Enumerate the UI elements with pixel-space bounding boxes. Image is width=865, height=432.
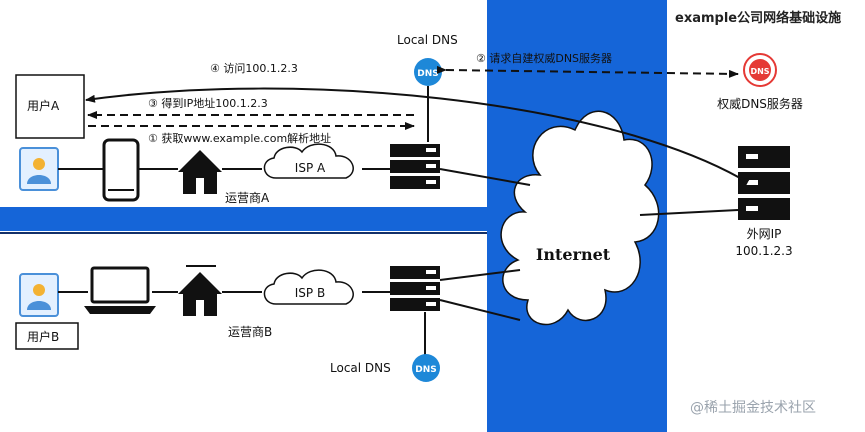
step4-label: ④ 访问100.1.2.3 [210,62,298,75]
dns-top-icon: DNS [414,58,442,86]
user-b-box [15,322,79,350]
svg-text:DNS: DNS [750,67,769,76]
house-a-icon [178,150,222,194]
svg-text:DNS: DNS [417,69,439,79]
isp-b-cloud [263,269,354,305]
laptop-icon [84,266,156,314]
isp-a-label: ISP A [295,161,326,175]
dns-bottom-icon: DNS [412,354,440,382]
watermark: @稀土掘金技术社区 [690,400,816,416]
step2-arrow [436,65,739,78]
step1-label: ① 获取www.example.com解析地址 [148,131,331,145]
local-dns-top-label: Local DNS [397,33,458,47]
local-dns-bottom-label: Local DNS [330,361,391,375]
carrier-b-label: 运营商B [228,324,272,339]
internet-label: Internet [536,245,611,264]
svg-text:DNS: DNS [415,365,437,375]
server-a-icon [390,144,440,189]
carrier-a-label: 运营商A [225,190,270,205]
auth-dns-icon: DNS [743,53,777,87]
separator-band [0,207,487,231]
external-ip-label: 外网IP [747,227,782,241]
step4-arrow [85,87,750,186]
external-ip-value: 100.1.2.3 [735,244,792,258]
step3-label: ③ 得到IP地址100.1.2.3 [148,96,268,110]
phone-icon [102,138,140,202]
user-b-label: 用户B [27,329,59,344]
isp-b-label: ISP B [295,286,325,300]
house-b-icon [178,265,222,316]
person-b-icon [19,273,59,317]
user-a-box [15,74,85,139]
user-a-label: 用户A [27,98,60,113]
company-title: example公司网络基础设施 [675,10,841,26]
bottom-links [58,269,521,355]
auth-dns-label: 权威DNS服务器 [717,96,803,111]
external-server-icon [738,146,790,220]
step2-label: ② 请求自建权威DNS服务器 [476,51,612,65]
person-a-icon [19,147,59,191]
server-b-icon [390,266,440,311]
